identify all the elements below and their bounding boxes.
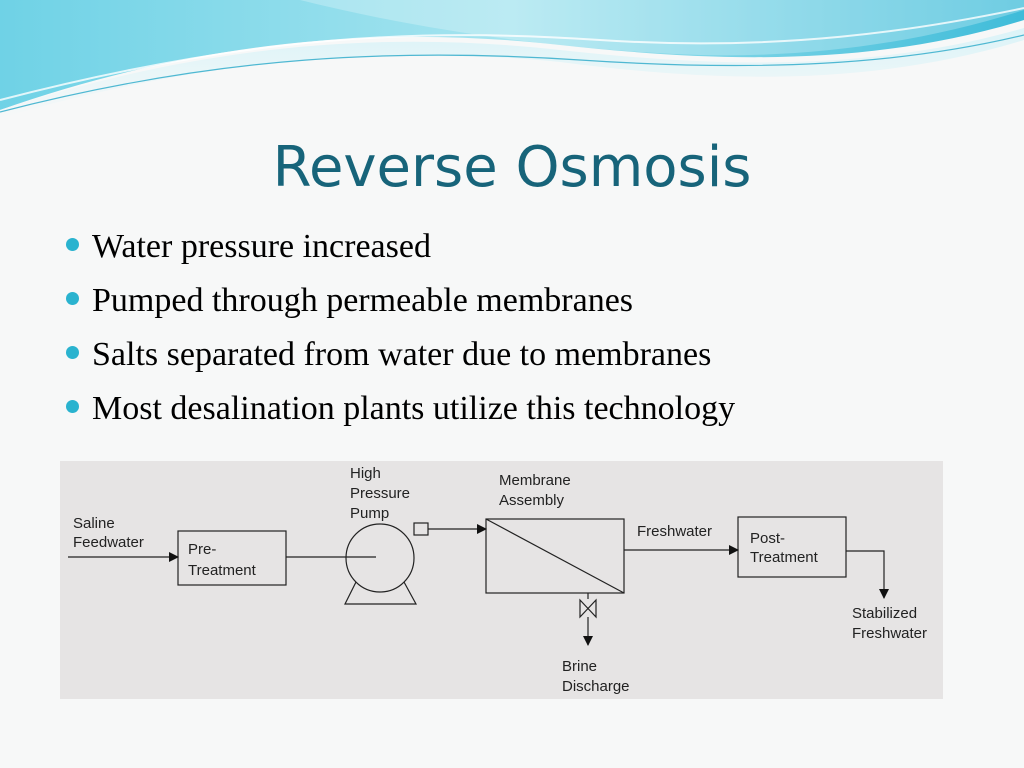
brine-valve-icon: [579, 598, 597, 619]
membrane-assembly-label: Membrane Assembly: [499, 472, 575, 509]
high-pressure-pump-icon: [345, 523, 415, 593]
bullet-item: Most desalination plants utilize this te…: [64, 382, 964, 436]
stabilized-freshwater-arrow: [846, 550, 889, 599]
bullet-list: Water pressure increased Pumped through …: [64, 220, 964, 436]
bullet-dot-icon: [66, 346, 79, 359]
header-wave-decoration: [0, 0, 1024, 130]
pretreatment-label: Pre- Treatment: [188, 541, 257, 579]
saline-feedwater-label: Saline Feedwater: [73, 515, 144, 551]
bullet-item: Pumped through permeable membranes: [64, 274, 964, 328]
posttreatment-label: Post- Treatment: [750, 530, 819, 566]
posttreatment-box: [737, 516, 847, 578]
pump-base-icon: [344, 581, 418, 605]
bullet-item: Salts separated from water due to membra…: [64, 328, 964, 382]
stabilized-freshwater-label: Stabilized Freshwater: [852, 605, 927, 642]
bullet-dot-icon: [66, 400, 79, 413]
bullet-dot-icon: [66, 292, 79, 305]
membrane-diagonal: [485, 518, 625, 594]
reverse-osmosis-process-diagram: Saline Feedwater Pre- Treatment High Pre…: [60, 461, 943, 699]
slide-title: Reverse Osmosis: [272, 135, 752, 200]
high-pressure-pump-label: High Pressure Pump: [350, 465, 414, 522]
freshwater-label: Freshwater: [637, 523, 712, 540]
pretreatment-box: [177, 530, 287, 586]
brine-discharge-label: Brine Discharge: [562, 658, 630, 695]
bullet-item: Water pressure increased: [64, 220, 964, 274]
membrane-assembly-box: [485, 518, 625, 594]
bullet-dot-icon: [66, 238, 79, 251]
process-diagram-svg: Saline Feedwater Pre- Treatment High Pre…: [68, 465, 927, 695]
